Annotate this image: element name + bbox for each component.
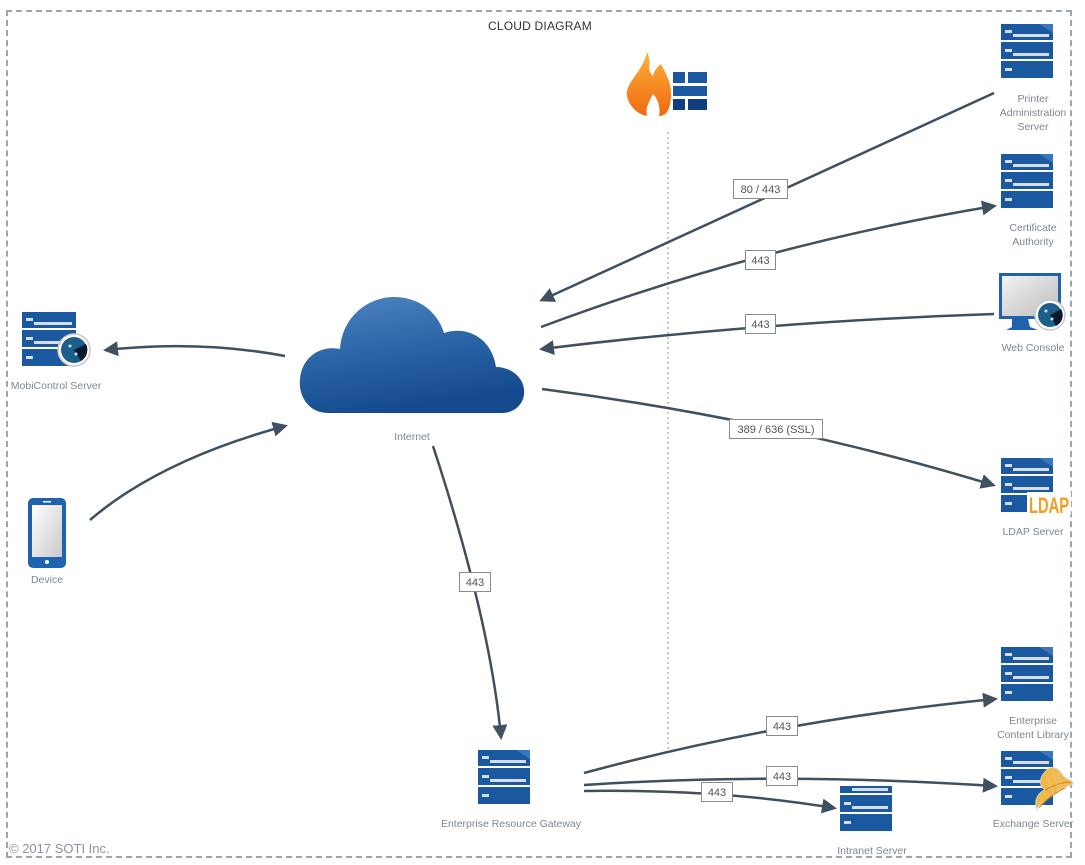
server-icon[interactable] (476, 749, 532, 810)
connector-internet-to-erg[interactable] (431, 445, 508, 740)
node-label-device: Device (30, 574, 64, 586)
monitor-radar-icon[interactable] (998, 272, 1068, 339)
copyright-text: © 2017 SOTI Inc. (9, 841, 110, 856)
port-label-intranet: 443 (701, 782, 733, 802)
exchange-server-icon[interactable] (999, 750, 1075, 817)
cloud-icon[interactable] (298, 295, 526, 420)
node-label-exchange: Exchange Server (992, 818, 1074, 830)
ldap-badge: LDAP (1029, 493, 1069, 515)
port-label-webconsole: 443 (745, 314, 776, 334)
server-radar-icon[interactable] (20, 310, 92, 375)
server-icon[interactable] (838, 786, 894, 837)
node-label-mobicontrol: MobiControl Server (10, 380, 102, 392)
connector-device-to-internet[interactable] (89, 421, 288, 521)
node-label-ldap: LDAP Server (1002, 526, 1064, 538)
port-label-ldap: 389 / 636 (SSL) (729, 419, 823, 439)
server-icon[interactable] (999, 23, 1055, 84)
diagram-title: CLOUD DIAGRAM (488, 19, 592, 33)
ldap-server-icon[interactable]: LDAP (999, 457, 1071, 520)
server-icon[interactable] (999, 153, 1055, 214)
diagram-frame (6, 10, 1072, 858)
port-label-exchange: 443 (766, 766, 798, 786)
server-icon[interactable] (999, 646, 1055, 707)
smartphone-icon[interactable] (27, 497, 67, 574)
node-label-cert-authority: Certificate Authority (1009, 222, 1057, 248)
port-label-erg: 443 (459, 572, 491, 592)
port-label-cert: 443 (745, 250, 776, 270)
port-label-printer: 80 / 443 (733, 179, 788, 199)
port-label-ecl: 443 (766, 716, 798, 736)
node-label-ecl: Enterprise Content Library (997, 715, 1069, 741)
node-label-intranet: Intranet Server (837, 845, 907, 857)
node-label-web-console: Web Console (1001, 342, 1065, 354)
node-label-internet: Internet (394, 431, 430, 443)
node-label-erg: Enterprise Resource Gateway (440, 818, 582, 830)
connector-internet-to-mobicontrol[interactable] (103, 341, 286, 358)
node-label-printer-admin: Printer Administration Server (999, 93, 1067, 133)
firewall-icon[interactable] (623, 50, 713, 123)
